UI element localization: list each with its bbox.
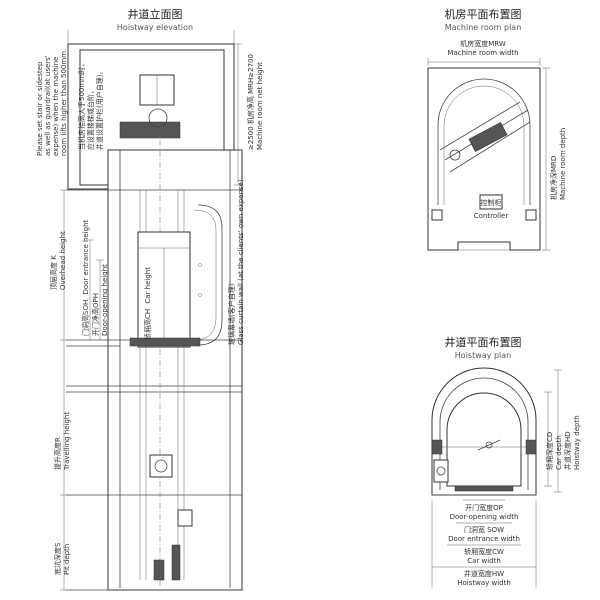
oph-label-en: Door-opening height: [101, 264, 109, 336]
machine-room-subtitle: Machine room plan: [445, 23, 522, 32]
travel-label-en: Travelling height: [63, 412, 71, 471]
cd-label-cn: 轿厢深度CD: [545, 432, 554, 470]
hd-label-cn: 井道深度HD: [563, 431, 572, 470]
machine-plan-block: [468, 122, 508, 152]
car-plan: [446, 392, 522, 487]
traction-machine: [119, 121, 181, 139]
hoistway-elevation: 井道立面图 Hoistway elevation: [36, 7, 264, 591]
elevation-title: 井道立面图: [128, 7, 183, 21]
pit-label-en: Pit depth: [63, 544, 71, 575]
hoistway-plan-title: 井道平面布置图: [445, 335, 522, 349]
op-label-cn: 开门宽度OP: [465, 503, 503, 512]
op-label-en: Door-opening width: [450, 513, 519, 521]
pit-label-cn: 底坑深度S: [53, 542, 62, 575]
note-en: Please set stair or sidestep as well as …: [36, 49, 68, 156]
travel-label-cn: 提升高度R: [53, 437, 62, 470]
glass-label-cn: 玻璃幕墙(客户自理): [227, 283, 236, 345]
rail-left: [431, 439, 443, 455]
cw-plan: [433, 459, 449, 483]
buffer-left: [153, 559, 165, 581]
hoistway-plan: 井道平面布置图 Hoistway plan 轿厢深度CD Car depth: [431, 335, 581, 588]
mrw-label-cn: 机房宽度MRW: [460, 39, 506, 48]
door-sill: [454, 485, 514, 492]
car-sling: [129, 337, 201, 347]
controller-label-en: Controller: [474, 212, 509, 220]
machine-room-plan: 机房平面布置图 Machine room plan 机房宽度MRW Machin…: [427, 7, 567, 251]
counterweight: [149, 454, 173, 478]
pit-ladder-box: [177, 509, 193, 527]
sow-label-cn: 门洞宽 SOW: [464, 525, 504, 534]
cw-label-cn: 轿厢宽度CW: [464, 547, 504, 556]
mrd-label-en: Machine room depth: [559, 128, 567, 200]
hoistway-plan-subtitle: Hoistway plan: [455, 351, 511, 360]
machine-room-plan-outline: [427, 67, 541, 251]
mrd-label-cn: 机房净深MRD: [549, 156, 558, 200]
controller-box[interactable]: [479, 194, 503, 210]
overhead-label-en: Overhead height: [59, 231, 67, 290]
hd-label-en: Hoistway depth: [573, 415, 581, 470]
mrw-label-en: Machine room width: [447, 49, 518, 57]
mrh-label-cn: ≥2500 机房净高 MRH≥2700: [246, 54, 255, 150]
sow-label-en: Door entrance width: [448, 535, 520, 543]
mrh-label-en: Machine room net height: [256, 62, 264, 150]
elevation-subtitle: Hoistway elevation: [117, 23, 193, 32]
machine-room-title: 机房平面布置图: [445, 7, 522, 21]
shaft-walls: [107, 149, 243, 591]
controller-label-cn: 控制柜: [481, 198, 502, 207]
note-cn: 当机房抬高大于500mm时， 应设置楼梯或台阶， 井道设置护栏(用户自理)。: [77, 58, 104, 150]
cw-label-en: Car width: [467, 557, 501, 565]
rail-right: [525, 439, 537, 455]
oph-label-cn: 开门净高OPH: [91, 293, 100, 336]
ch-label: 轿厢高CH Car height: [143, 267, 152, 340]
soh-label: 门洞高SOH Door entrance height: [81, 219, 90, 336]
machine-room-arc-outer: [437, 78, 531, 205]
hw-label-en: Hoistway width: [457, 579, 511, 587]
overhead-label-cn: 顶层高度 K: [49, 255, 58, 290]
hw-label-cn: 井道宽度HW: [464, 569, 504, 578]
sheave: [148, 108, 168, 128]
buffer-right: [171, 544, 181, 581]
cd-label-en: Car depth: [555, 435, 563, 470]
glass-curtain-wall: [197, 204, 223, 346]
glass-label-en: Glass curtain wall (at the clients' own …: [237, 179, 245, 345]
